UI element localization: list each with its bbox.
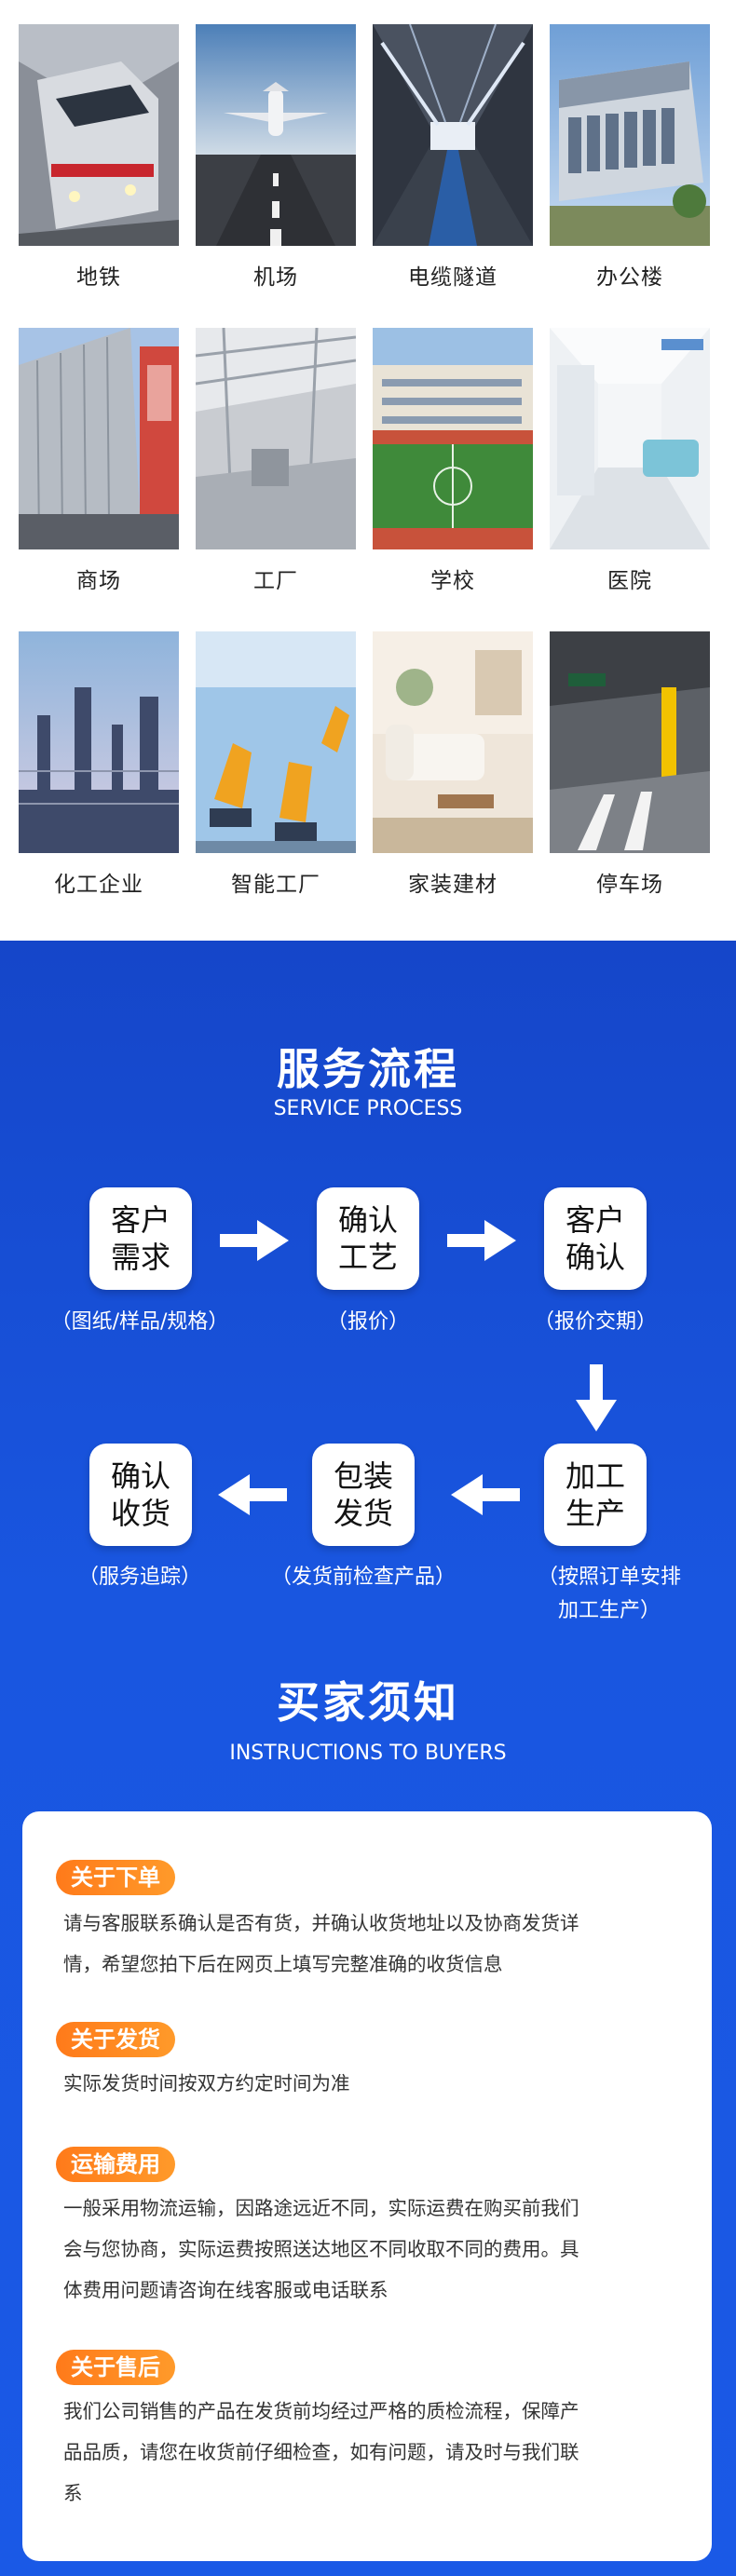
step-line: 确认 xyxy=(110,1458,170,1494)
step-line: 生产 xyxy=(565,1496,625,1531)
office-building-photo xyxy=(550,24,710,246)
gallery-item-label: 智能工厂 xyxy=(231,873,320,897)
subway-photo xyxy=(19,24,179,246)
gallery-item-label: 机场 xyxy=(253,265,298,290)
step-line: 客户 xyxy=(110,1202,170,1238)
text-line: 系 xyxy=(63,2482,83,2504)
step-packing-shipping: 包装发货 xyxy=(312,1444,415,1546)
step-note: （发货前检查产品） xyxy=(270,1566,456,1589)
text-line: 实际发货时间按双方约定时间为准 xyxy=(63,2072,350,2095)
right-arrow-icon xyxy=(447,1220,516,1261)
step-note: （按照订单安排加工生产） xyxy=(511,1561,707,1628)
section-tag-freight: 运输费用 xyxy=(56,2147,175,2182)
step-line: 发货 xyxy=(333,1496,393,1531)
gallery-item-label: 医院 xyxy=(607,569,652,593)
section-tag-ordering: 关于下单 xyxy=(56,1860,175,1895)
right-arrow-icon xyxy=(220,1220,289,1261)
step-line: 包装 xyxy=(333,1458,393,1494)
gallery-item-label: 地铁 xyxy=(76,265,121,290)
step-customer-confirm: 客户确认 xyxy=(544,1187,647,1290)
gallery-item-shopping-mall[interactable]: 商场 xyxy=(19,328,179,594)
section-tag-shipping: 关于发货 xyxy=(56,2022,175,2057)
cable-tunnel-photo xyxy=(373,24,533,246)
gallery-item-label: 办公楼 xyxy=(596,265,663,290)
school-photo xyxy=(373,328,533,549)
step-note-line: （按照订单安排 xyxy=(537,1566,681,1589)
step-confirm-process: 确认工艺 xyxy=(317,1187,419,1290)
step-note: （报价） xyxy=(326,1310,409,1334)
step-line: 确认 xyxy=(565,1240,625,1275)
gallery-item-subway[interactable]: 地铁 xyxy=(19,24,179,291)
smart-factory-photo xyxy=(196,631,356,853)
text-line: 体费用问题请咨询在线客服或电话联系 xyxy=(63,2279,388,2301)
gallery-item-label: 商场 xyxy=(76,569,121,593)
chemical-enterprise-photo xyxy=(19,631,179,853)
factory-photo xyxy=(196,328,356,549)
gallery-item-label: 学校 xyxy=(430,569,475,593)
step-note: （报价交期） xyxy=(533,1310,657,1334)
step-line: 确认 xyxy=(337,1202,398,1238)
section-text-freight: 一般采用物流运输，因路途远近不同，实际运费在购买前我们 会与您协商，实际运费按照… xyxy=(63,2188,682,2311)
left-arrow-icon xyxy=(451,1474,520,1515)
gallery-item-label: 电缆隧道 xyxy=(408,265,497,290)
gallery-item-label: 家装建材 xyxy=(408,873,497,897)
application-gallery: 地铁 机场 xyxy=(0,0,736,941)
parking-lot-photo xyxy=(550,631,710,853)
step-note-line: 加工生产） xyxy=(557,1599,661,1622)
gallery-item-label: 工厂 xyxy=(253,569,298,593)
gallery-item-school[interactable]: 学校 xyxy=(373,328,533,594)
gallery-item-label: 停车场 xyxy=(596,873,663,897)
gallery-item-factory[interactable]: 工厂 xyxy=(196,328,356,594)
text-line: 情，希望您拍下后在网页上填写完整准确的收货信息 xyxy=(63,1953,503,1975)
step-note: （服务追踪） xyxy=(77,1566,201,1589)
service-title: 服务流程 xyxy=(277,1044,459,1094)
gallery-item-office-building[interactable]: 办公楼 xyxy=(550,24,710,291)
text-line: 会与您协商，实际运费按照送达地区不同收取不同的费用。具 xyxy=(63,2238,579,2260)
section-text-shipping: 实际发货时间按双方约定时间为准 xyxy=(63,2063,682,2104)
gallery-item-label: 化工企业 xyxy=(54,873,143,897)
step-line: 需求 xyxy=(110,1240,170,1275)
step-line: 客户 xyxy=(565,1202,625,1238)
home-building-materials-photo xyxy=(373,631,533,853)
buyers-subtitle: INSTRUCTIONS TO BUYERS xyxy=(229,1742,507,1765)
airport-photo xyxy=(196,24,356,246)
gallery-item-smart-factory[interactable]: 智能工厂 xyxy=(196,631,356,898)
step-line: 收货 xyxy=(110,1496,170,1531)
gallery-item-airport[interactable]: 机场 xyxy=(196,24,356,291)
gallery-item-home-building-materials[interactable]: 家装建材 xyxy=(373,631,533,898)
buyers-notice-card: 关于下单 请与客服联系确认是否有货，并确认收货地址以及协商发货详 情，希望您拍下… xyxy=(22,1811,712,2561)
left-arrow-icon xyxy=(218,1474,287,1515)
step-processing-production: 加工生产 xyxy=(544,1444,647,1546)
step-line: 加工 xyxy=(565,1458,625,1494)
gallery-item-hospital[interactable]: 医院 xyxy=(550,328,710,594)
down-arrow-icon xyxy=(576,1364,617,1431)
section-text-ordering: 请与客服联系确认是否有货，并确认收货地址以及协商发货详 情，希望您拍下后在网页上… xyxy=(63,1903,682,1985)
step-line: 工艺 xyxy=(337,1240,398,1275)
buyers-title: 买家须知 xyxy=(277,1677,459,1728)
gallery-item-chemical-enterprise[interactable]: 化工企业 xyxy=(19,631,179,898)
section-tag-after-sales: 关于售后 xyxy=(56,2350,175,2385)
text-line: 我们公司销售的产品在发货前均经过严格的质检流程，保障产 xyxy=(63,2400,579,2422)
section-text-after-sales: 我们公司销售的产品在发货前均经过严格的质检流程，保障产 品品质，请您在收货前仔细… xyxy=(63,2391,682,2514)
text-line: 品品质，请您在收货前仔细检查，如有问题，请及时与我们联 xyxy=(63,2441,579,2463)
step-customer-demand: 客户需求 xyxy=(89,1187,192,1290)
service-subtitle: SERVICE PROCESS xyxy=(273,1097,463,1120)
step-note: （图纸/样品/规格） xyxy=(50,1310,229,1334)
text-line: 请与客服联系确认是否有货，并确认收货地址以及协商发货详 xyxy=(63,1912,579,1934)
text-line: 一般采用物流运输，因路途远近不同，实际运费在购买前我们 xyxy=(63,2197,579,2219)
step-confirm-receipt: 确认收货 xyxy=(89,1444,192,1546)
gallery-item-parking-lot[interactable]: 停车场 xyxy=(550,631,710,898)
gallery-item-cable-tunnel[interactable]: 电缆隧道 xyxy=(373,24,533,291)
shopping-mall-photo xyxy=(19,328,179,549)
hospital-photo xyxy=(550,328,710,549)
